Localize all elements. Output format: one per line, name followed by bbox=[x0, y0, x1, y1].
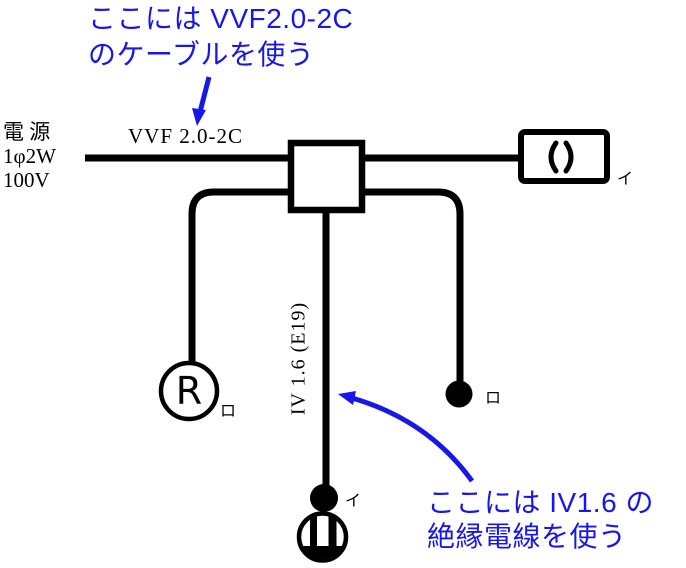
power-source-line2: 1φ2W bbox=[3, 144, 56, 168]
fixture-paren-left-icon bbox=[548, 140, 559, 174]
cable-type-label: VVF 2.0-2C bbox=[128, 124, 244, 148]
annotation-bottom-line2: 絶縁電線を使う bbox=[427, 521, 627, 552]
junction-box bbox=[287, 139, 366, 214]
arrow-bottom-icon bbox=[338, 391, 475, 483]
power-source-line1: 電 源 bbox=[3, 120, 51, 144]
ceiling-fixture-box bbox=[518, 129, 610, 184]
conduit-type-label: IV 1.6 (E19) bbox=[287, 301, 310, 416]
annotation-bottom-line1: ここには IV1.6 の bbox=[427, 487, 654, 518]
branch-line-switch-ro bbox=[358, 188, 464, 381]
ceiling-light-round-icon bbox=[296, 511, 349, 563]
switch-ro-katakana: ロ bbox=[485, 390, 502, 407]
ceiling-fixture-katakana: イ bbox=[617, 171, 634, 188]
switch-ro-icon bbox=[445, 380, 473, 408]
switch-i-katakana: イ bbox=[345, 493, 362, 510]
power-source-label: 電 源 1φ2W 100V bbox=[3, 120, 56, 192]
lamp-receptacle-letter: R bbox=[175, 369, 203, 413]
fixture-paren-right-icon bbox=[563, 140, 574, 174]
lamp-receptacle-circle bbox=[158, 360, 220, 422]
switch-i-icon bbox=[310, 484, 338, 512]
lamp-receptacle-katakana: ロ bbox=[220, 403, 237, 420]
power-source-line3: 100V bbox=[3, 168, 50, 192]
annotation-top-line1: ここには VVF2.0-2C bbox=[88, 3, 354, 34]
annotation-top-line2: のケーブルを使う bbox=[88, 39, 315, 70]
branch-line-receptacle bbox=[188, 188, 295, 362]
arrow-top-icon bbox=[192, 76, 212, 126]
